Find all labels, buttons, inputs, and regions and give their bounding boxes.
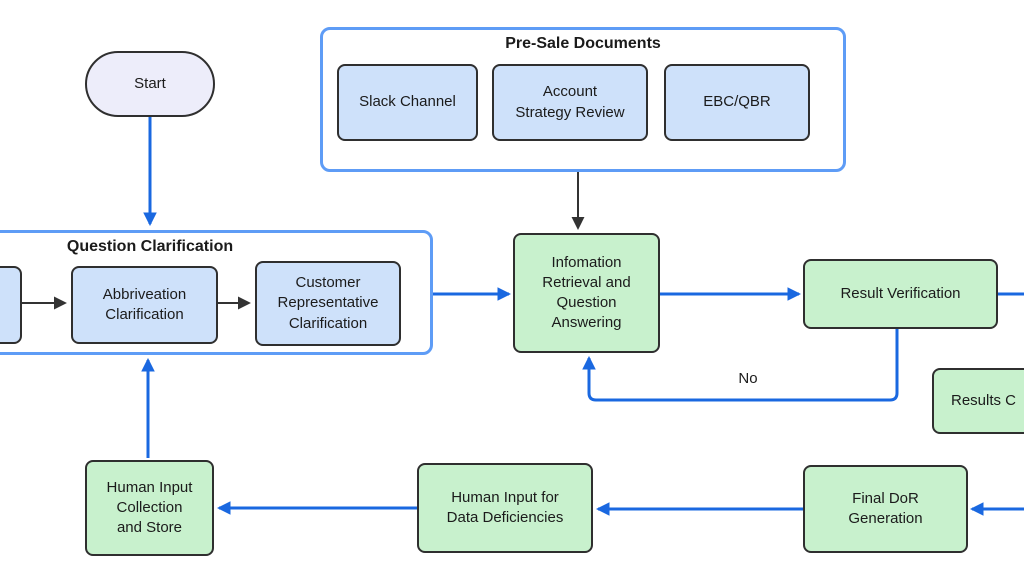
clipped-left-node bbox=[0, 266, 22, 344]
no-edge-label: No bbox=[725, 370, 771, 387]
question-clarification-container bbox=[0, 230, 433, 355]
customer-representative-clarification-node: Customer Representative Clarification bbox=[255, 261, 401, 346]
human-input-collection-node: Human Input Collection and Store bbox=[85, 460, 214, 556]
presale-documents-container bbox=[320, 27, 846, 172]
abbreviation-clarification-node: Abbriveation Clarification bbox=[71, 266, 218, 344]
result-verification-node: Result Verification bbox=[803, 259, 998, 329]
presale-documents-title: Pre-Sale Documents bbox=[505, 35, 661, 52]
account-strategy-review-node: Account Strategy Review bbox=[492, 64, 648, 141]
question-clarification-title: Question Clarification bbox=[66, 238, 234, 255]
final-dor-generation-node: Final DoR Generation bbox=[803, 465, 968, 553]
results-collection-node: Results C bbox=[932, 368, 1024, 434]
ebc-qbr-node: EBC/QBR bbox=[664, 64, 810, 141]
human-input-deficiencies-node: Human Input for Data Deficiencies bbox=[417, 463, 593, 553]
edge-no-feedback bbox=[582, 329, 899, 402]
start-node: Start bbox=[85, 51, 215, 117]
slack-channel-node: Slack Channel bbox=[337, 64, 478, 141]
info-retrieval-node: Infomation Retrieval and Question Answer… bbox=[513, 233, 660, 353]
